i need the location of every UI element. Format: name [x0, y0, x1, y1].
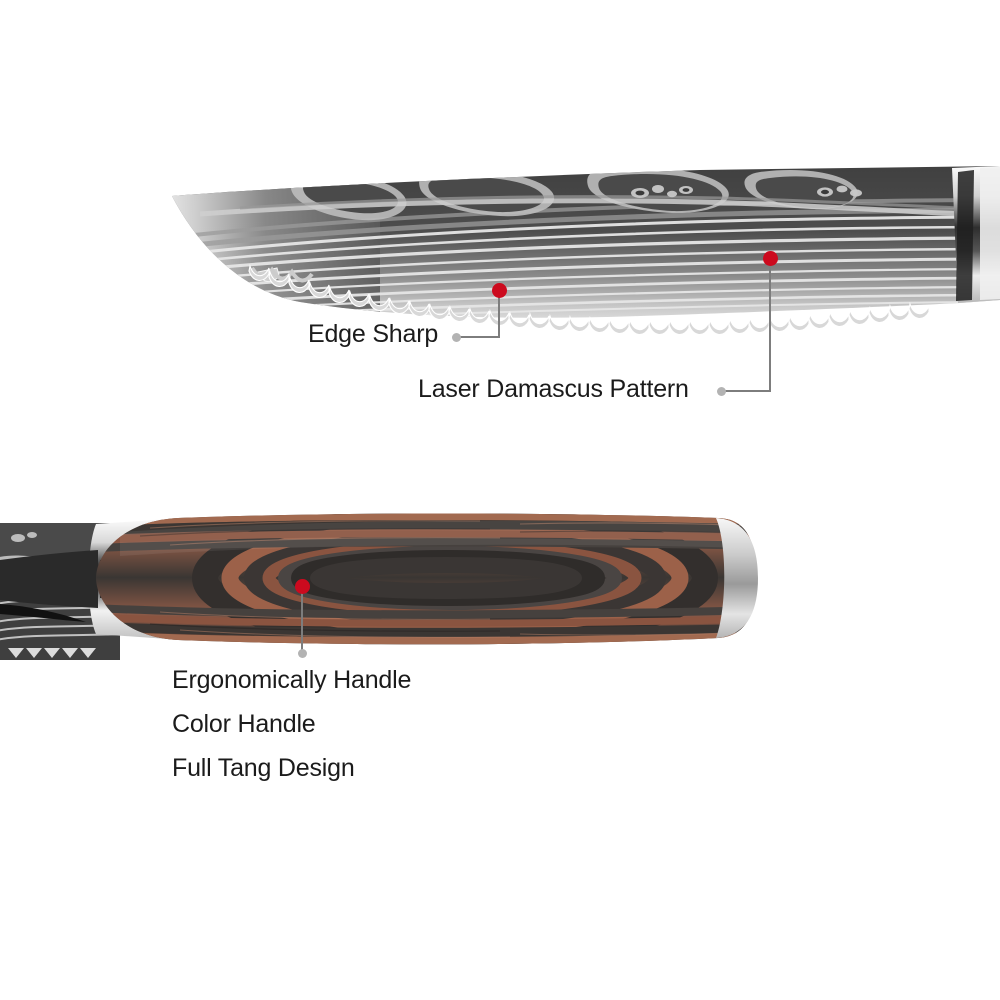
edge-scallop-row — [250, 266, 314, 283]
blade-heel-bolster — [952, 166, 1000, 303]
leader-endpoint-handle — [298, 649, 307, 658]
leader-endpoint-edge-sharp — [452, 333, 461, 342]
marker-dot-handle — [295, 579, 310, 594]
marker-dot-edge-sharp — [492, 283, 507, 298]
leader-endpoint-damascus — [717, 387, 726, 396]
leader-line-edge-sharp-horizontal — [459, 336, 500, 338]
leader-line-handle-vertical — [301, 586, 303, 652]
callout-label-laser-damascus-pattern: Laser Damascus Pattern — [418, 375, 689, 403]
handle-feature-ergonomic: Ergonomically Handle — [172, 666, 412, 694]
handle-end-cap — [716, 518, 758, 638]
blade-body — [172, 166, 1000, 318]
blade-heel-fragment — [0, 523, 120, 660]
marker-dot-laser-damascus-pattern — [763, 251, 778, 266]
handle-feature-full-tang: Full Tang Design — [172, 754, 355, 782]
handle-bolster — [88, 518, 182, 640]
handle-tang-stub — [0, 550, 98, 622]
handle-feature-color: Color Handle — [172, 710, 316, 738]
leader-line-damascus-horizontal — [724, 390, 771, 392]
handle-pakkawood — [96, 513, 756, 645]
callout-label-edge-sharp: Edge Sharp — [308, 320, 439, 348]
leader-line-damascus-vertical — [769, 258, 771, 392]
serrated-edge — [257, 267, 280, 283]
